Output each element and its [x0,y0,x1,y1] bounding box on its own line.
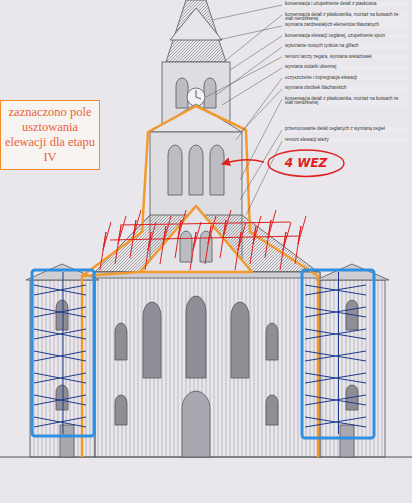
scaffold-brace [34,307,86,317]
scaffold-post [338,272,339,434]
annotation-note: konserwacja detali z płaskownika, montaż… [285,13,407,23]
scaffold-brace [305,307,366,317]
scaffold-brace [34,373,86,383]
scaffold-outline [82,106,318,457]
red-mark [130,210,141,258]
red-mark [160,216,171,264]
red-mark [295,216,306,264]
scaffold-brace [305,351,366,361]
red-mark [250,216,261,264]
scaffold-brace [305,395,366,405]
annotation-note: konserwacja elewacji ceglanej, uzupełnie… [285,34,407,39]
red-mark [265,210,276,258]
scaffold-post [63,272,64,434]
red-mark [110,222,300,240]
scaffold-lines [34,272,366,434]
annotation-note: wymiana stolarki okiennej [285,65,407,70]
annotation-note: przemurowanie detali ceglanych z wymianą… [285,127,407,132]
scaffold-blue [32,270,374,438]
leader-lines [206,5,282,215]
annotation-note: remont elewacji wieży [285,138,407,143]
note-box: zaznaczono pole usztowania elewacji dla … [0,100,100,170]
annotation-note: konserwacja i uzupełnienie detali z pias… [285,2,407,7]
callout-ellipse: 4 WEZ [266,148,346,178]
scaffold-brace [34,351,86,361]
nave-roof [95,205,318,272]
scaffold-brace [34,285,86,295]
annotation-note: wymiana obróbek blacharskich [285,86,407,91]
callout-text: 4 WEZ [276,156,336,170]
callout-outline [268,150,344,176]
annotation-note: oczyszczenie i impregnacja elewacji [285,76,407,81]
annotation-note: wymiana zardzewiałych elementów blaszany… [285,23,407,28]
roof-marks [100,210,306,270]
scaffold-brace [305,417,366,427]
annotation-note: remont tarczy zegara, wymiana wskazówek [285,55,407,60]
red-mark [100,222,111,270]
red-mark [175,210,186,258]
red-arrow [222,160,264,164]
scaffold-brace [34,329,86,339]
facade [26,264,389,457]
scaffold-brace [305,373,366,383]
annotation-note: konserwacja detali z płaskownika, montaż… [285,97,407,107]
red-mark [280,222,291,270]
annotation-note: wykonanie nowych tynków na glifach [285,44,407,49]
note-text: zaznaczono pole usztowania elewacji dla … [4,105,96,165]
scaffold-brace [34,395,86,405]
red-mark [145,222,156,270]
scaffold-brace [305,329,366,339]
red-mark [190,222,201,270]
red-mark [220,210,231,258]
red-mark [235,222,246,270]
scaffold-brace [34,417,86,427]
scaffold-brace [305,285,366,295]
